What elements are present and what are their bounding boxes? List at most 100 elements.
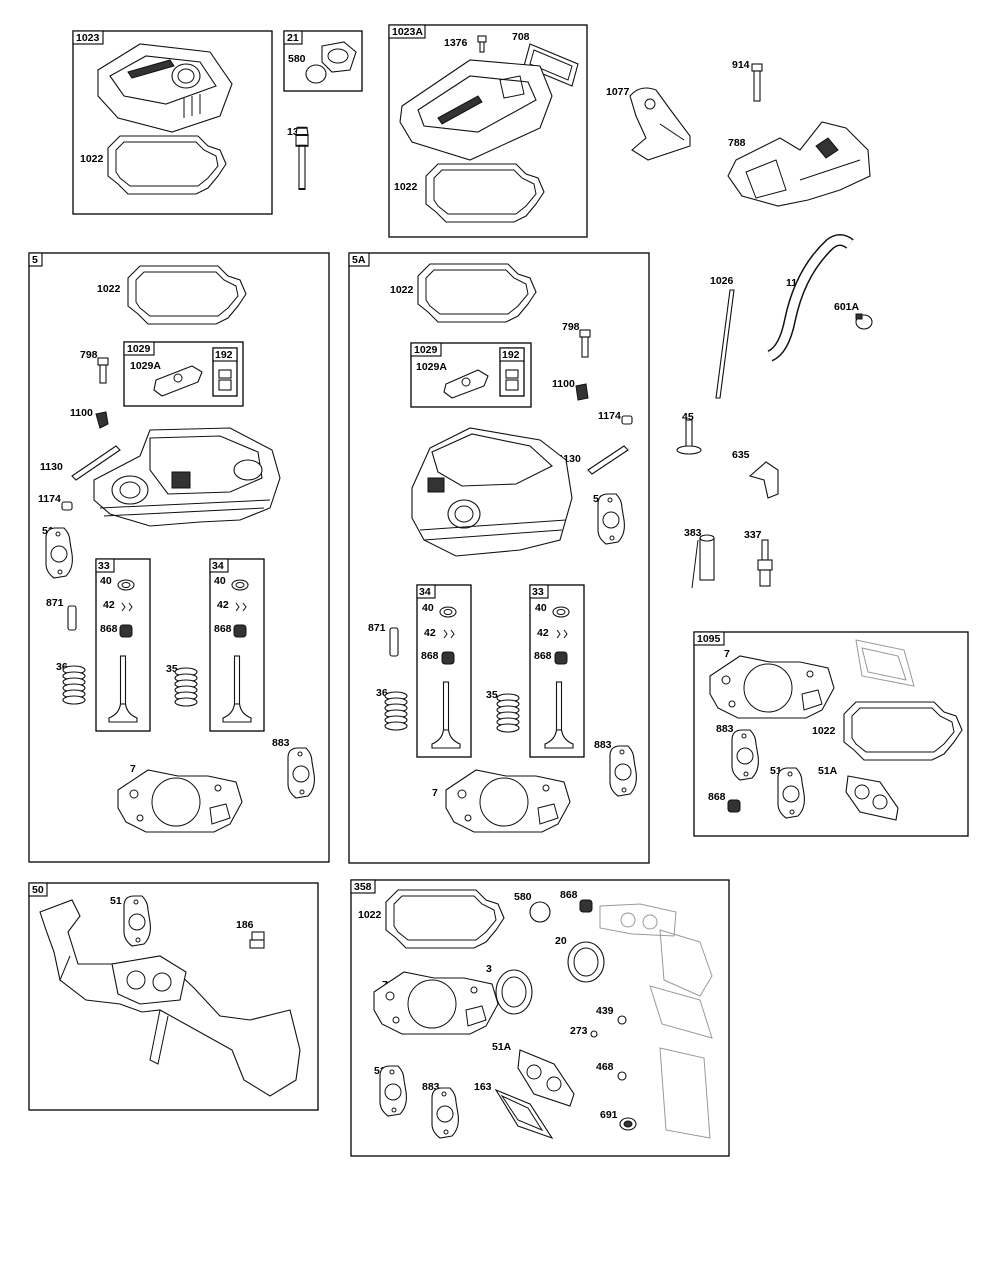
label-1077: 1077 (606, 86, 630, 98)
valve-33-l (108, 655, 138, 723)
clamp-601A (855, 313, 873, 330)
label-35-r: 35 (486, 689, 498, 701)
valve-34-l (222, 655, 252, 723)
label-439: 439 (596, 1005, 614, 1017)
bolt-914 (751, 63, 763, 102)
ring-273 (590, 1030, 598, 1038)
bracket-1077 (629, 87, 691, 161)
box-21 (283, 30, 363, 92)
tag-34-l: 34 (212, 560, 224, 572)
label-788: 788 (728, 137, 746, 149)
stud-1130-l (71, 445, 121, 481)
seal-3 (495, 969, 533, 1015)
screw-798-r (579, 329, 591, 358)
label-1174-r: 1174 (598, 410, 621, 422)
label-42-r2: 42 (537, 627, 549, 639)
label-883-k: 883 (716, 723, 734, 735)
label-163: 163 (474, 1081, 492, 1093)
label-42-r1: 42 (424, 627, 436, 639)
label-1100-l: 1100 (70, 407, 93, 419)
valve-parts-33-r (552, 606, 570, 665)
label-42-l2: 42 (217, 599, 229, 611)
label-13: 13 (287, 126, 299, 138)
head-gasket-7-r (445, 769, 571, 833)
tag-1029-r: 1029 (414, 344, 438, 356)
label-580-s: 580 (514, 891, 532, 903)
head-gasket-7-k (709, 655, 835, 719)
screw-1376 (477, 35, 487, 53)
label-45: 45 (682, 411, 694, 423)
box-34-r (416, 584, 472, 758)
tag-358: 358 (354, 881, 372, 893)
label-798-r: 798 (562, 321, 580, 333)
box-5 (28, 252, 330, 863)
label-11: 11 (786, 277, 797, 289)
stud-1130-r (587, 445, 629, 475)
tappet-45 (676, 419, 702, 455)
label-1022-k: 1022 (812, 725, 836, 737)
label-468: 468 (596, 1061, 614, 1073)
label-273: 273 (570, 1025, 588, 1037)
label-868-k: 868 (708, 791, 726, 803)
label-7-l: 7 (130, 763, 136, 775)
label-580-a: 580 (288, 53, 306, 65)
box-33-l (95, 558, 151, 732)
pin-871-r (389, 627, 399, 657)
valve-parts-33-l (117, 579, 135, 638)
tag-34-r: 34 (419, 586, 431, 598)
gasket-1022-k (843, 701, 963, 761)
screw-798-l (97, 357, 109, 384)
gasket-1022-s (385, 889, 505, 949)
bracket-788 (727, 121, 871, 207)
rocker-arm-l (153, 365, 203, 397)
label-708: 708 (512, 31, 530, 43)
spring-35-l (174, 667, 198, 707)
box-1029-l (123, 341, 244, 407)
nut-1174-r (621, 415, 633, 425)
ring-439 (617, 1015, 627, 1025)
label-1022-c: 1022 (97, 283, 121, 295)
label-383: 383 (684, 527, 702, 539)
label-868-l2: 868 (214, 623, 232, 635)
label-7-k: 7 (724, 648, 730, 660)
box-1029-r (410, 342, 532, 408)
label-883-r: 883 (594, 739, 612, 751)
gasket-883-k (731, 729, 759, 781)
label-1022-d: 1022 (390, 284, 414, 296)
gasket-1022-b (425, 163, 545, 223)
label-7-r: 7 (432, 787, 438, 799)
gasket-51A-k (845, 775, 899, 821)
label-36-r: 36 (376, 687, 388, 699)
tag-5A: 5A (352, 254, 366, 266)
label-40-l2: 40 (214, 575, 226, 587)
label-1022-s: 1022 (358, 909, 382, 921)
box-1095 (693, 631, 969, 837)
gasket-51-k (777, 767, 805, 819)
rocker-arm-r (443, 369, 489, 399)
spring-35-r (496, 693, 520, 733)
seal-691 (619, 1117, 637, 1131)
label-1130-l: 1130 (40, 461, 63, 473)
gasket-51-m (123, 895, 151, 947)
label-883-l: 883 (272, 737, 290, 749)
gasket-883-r (609, 745, 637, 797)
oil-fill-cap (321, 41, 357, 73)
gasket-163 (494, 1088, 554, 1140)
tag-1095: 1095 (697, 633, 721, 645)
box-1023 (72, 30, 273, 215)
box-358 (350, 879, 730, 1157)
label-35-l: 35 (166, 663, 178, 675)
breather-hose-11-inner (767, 235, 853, 361)
gasket-51-r (597, 493, 625, 545)
label-1022-a: 1022 (80, 153, 104, 165)
valve-parts-34-l (231, 579, 249, 638)
label-40-l1: 40 (100, 575, 112, 587)
tag-1023A: 1023A (392, 26, 423, 38)
ghost-gaskets-s (599, 903, 713, 1139)
seal-20 (567, 941, 605, 983)
label-40-r2: 40 (535, 602, 547, 614)
label-868-r2: 868 (534, 650, 552, 662)
label-871-l: 871 (46, 597, 64, 609)
nut-192-l (218, 369, 232, 391)
label-635: 635 (732, 449, 750, 461)
